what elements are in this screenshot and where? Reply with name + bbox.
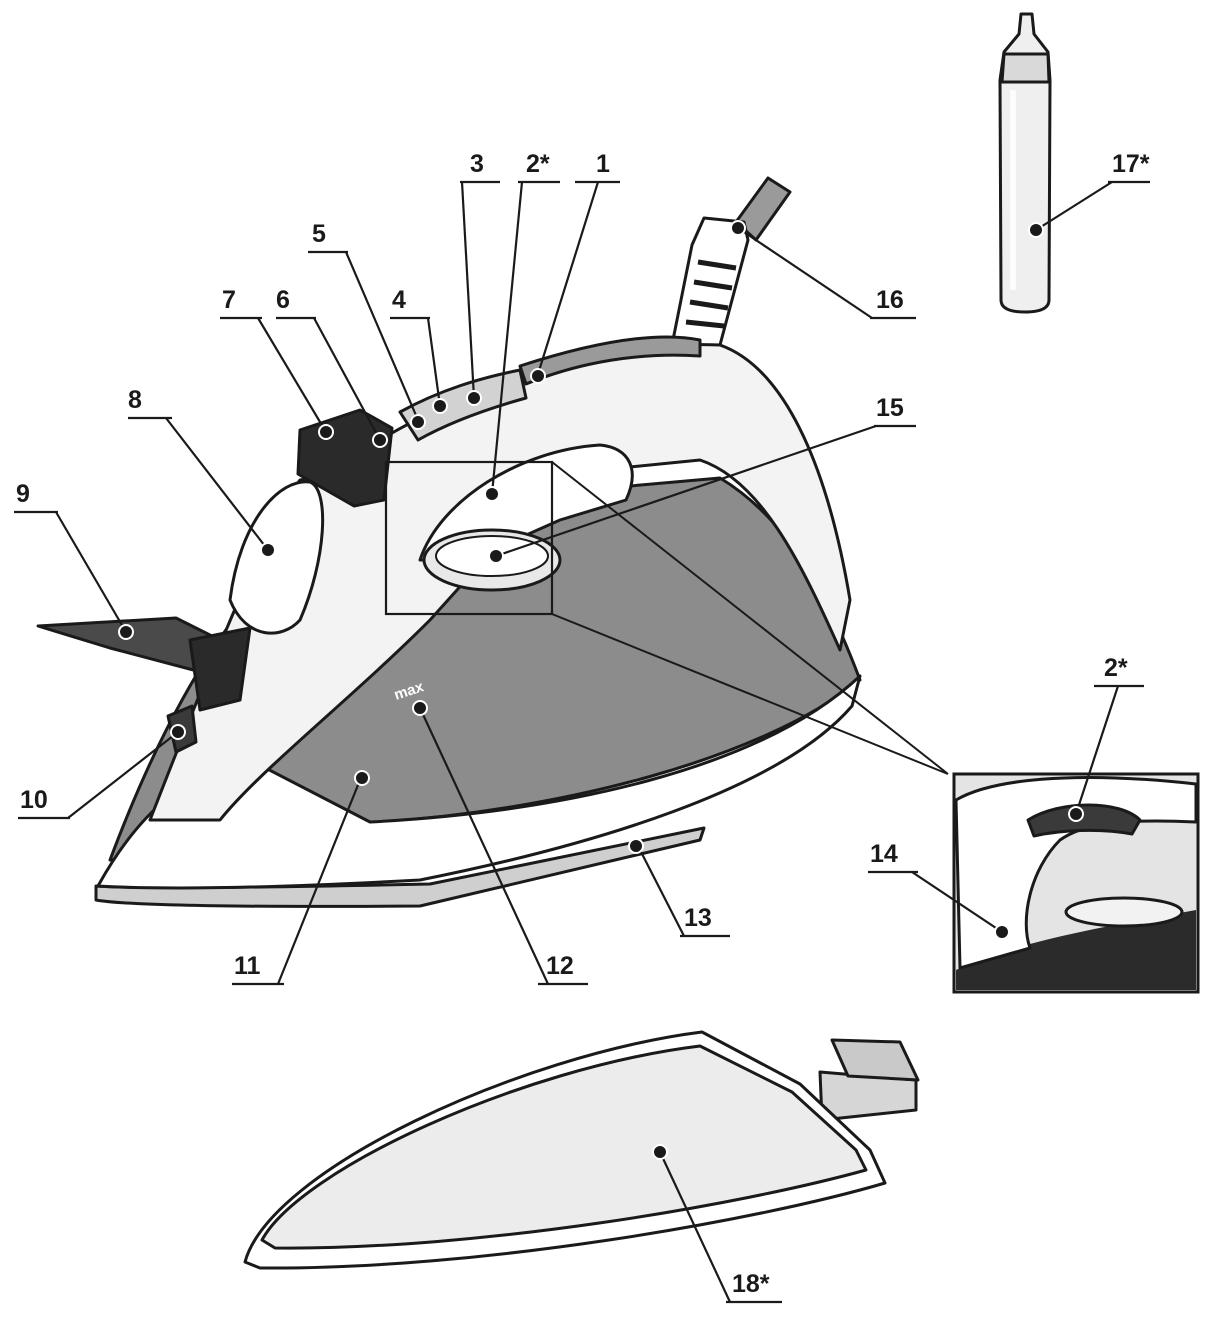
callout-leaders xyxy=(14,180,1150,1304)
callout-13: 13 xyxy=(684,904,712,932)
power-cord xyxy=(670,176,792,347)
water-bottle xyxy=(998,12,1052,314)
callout-16: 16 xyxy=(876,286,904,314)
callout-3: 3 xyxy=(470,150,484,178)
soleplate-protector xyxy=(243,1030,920,1270)
callout-7: 7 xyxy=(222,286,236,314)
callout-8: 8 xyxy=(128,386,142,414)
callout-9: 9 xyxy=(16,480,30,508)
callout-numbers: 1 2* 3 4 5 6 7 8 9 10 11 12 13 14 15 16 … xyxy=(16,150,1150,1298)
callout-6: 6 xyxy=(276,286,290,314)
callout-2-inset: 2* xyxy=(1104,654,1128,682)
iron-body xyxy=(36,335,862,908)
callout-dots xyxy=(118,220,1084,1160)
callout-1: 1 xyxy=(596,150,610,178)
callout-5: 5 xyxy=(312,220,326,248)
callout-17: 17* xyxy=(1112,150,1150,178)
callout-15: 15 xyxy=(876,394,904,422)
callout-12: 12 xyxy=(546,952,574,980)
callout-11: 11 xyxy=(234,952,261,980)
zoom-inset xyxy=(952,772,1200,994)
callout-18: 18* xyxy=(732,1270,770,1298)
callout-4: 4 xyxy=(392,286,406,314)
callout-2: 2* xyxy=(526,150,550,178)
callout-14: 14 xyxy=(870,840,898,868)
callout-10: 10 xyxy=(20,786,48,814)
